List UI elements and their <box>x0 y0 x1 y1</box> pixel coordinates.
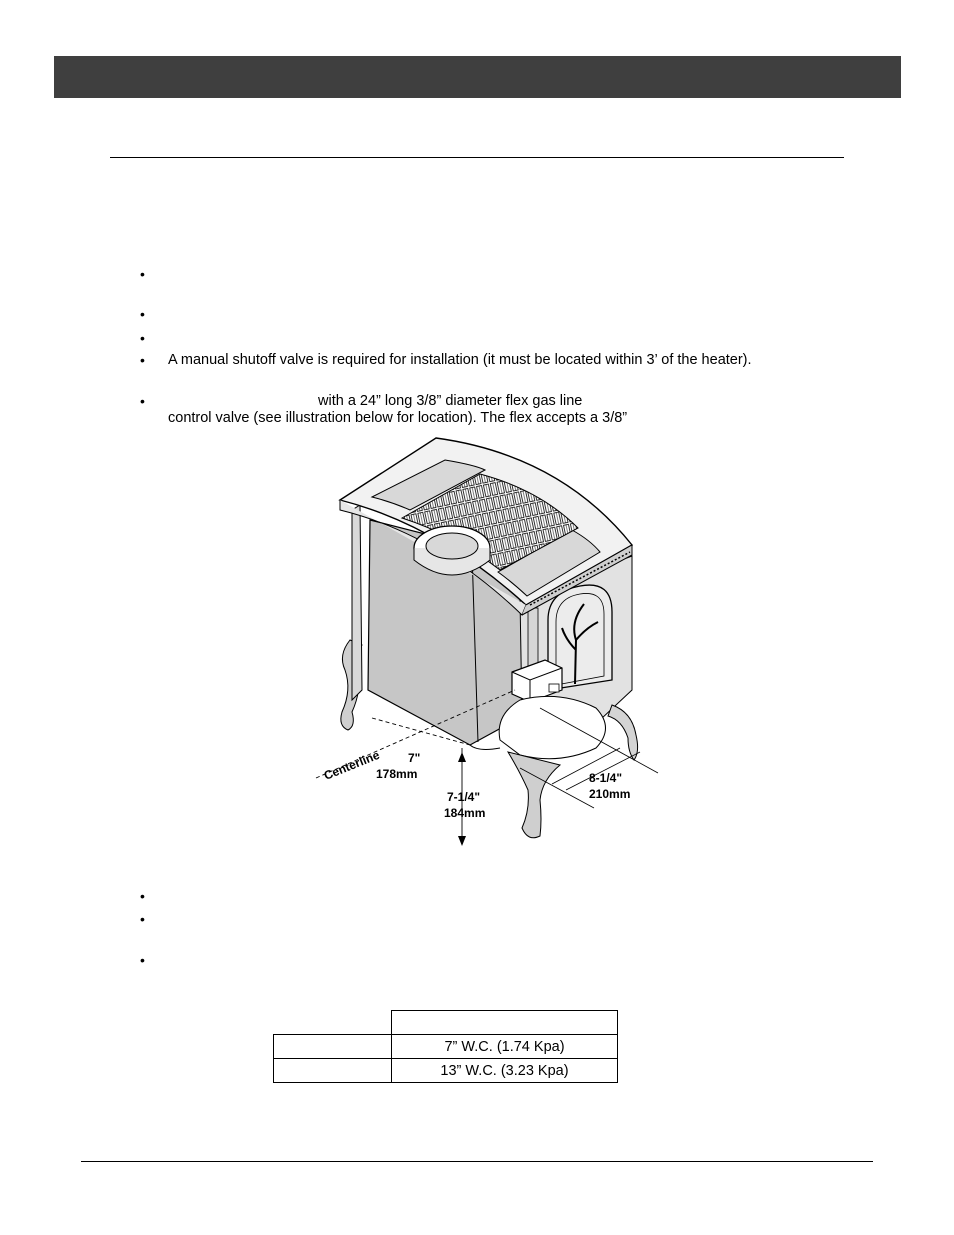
dim-7-1-4-label: 7-1/4" <box>447 790 480 804</box>
stove-side-left <box>351 504 363 702</box>
stove-door <box>547 584 613 691</box>
shutoff-valve-text: A manual shutoff valve is required for i… <box>168 352 752 368</box>
bullet-8: • <box>140 952 145 968</box>
dim-7-label: 7" <box>408 751 420 765</box>
dim-178mm-label: 178mm <box>376 767 417 781</box>
section-rule <box>110 157 844 158</box>
table-header-row <box>274 1010 618 1035</box>
pressure-table: 7” W.C. (1.74 Kpa) 13” W.C. (3.23 Kpa) <box>273 1010 618 1083</box>
bullet-5: • <box>140 393 145 409</box>
bullet-2: • <box>140 306 145 322</box>
flex-line-text-2: control valve (see illustration below fo… <box>168 410 628 426</box>
table-row-label <box>273 1058 392 1083</box>
dim-210mm-label: 210mm <box>589 787 630 801</box>
bullet-4: • <box>140 352 145 368</box>
centerline-label: Centerline <box>322 748 382 783</box>
bullet-7: • <box>140 911 145 927</box>
header-bar <box>54 56 901 98</box>
dim-184mm-label: 184mm <box>444 806 485 820</box>
dim-8-1-4-label: 8-1/4" <box>589 771 622 785</box>
table-row-label <box>273 1034 392 1059</box>
bullet-3: • <box>140 330 145 346</box>
flue-collar <box>413 525 491 576</box>
bullet-6: • <box>140 888 145 904</box>
table-row: 13” W.C. (3.23 Kpa) <box>273 1058 618 1083</box>
table-row-value: 13” W.C. (3.23 Kpa) <box>391 1058 618 1083</box>
flex-line-text-1: with a 24” long 3/8” diameter flex gas l… <box>318 393 583 409</box>
front-leg <box>506 751 562 839</box>
footer-rule <box>81 1161 873 1162</box>
table-header-cell <box>391 1010 618 1035</box>
bullet-1: • <box>140 266 145 282</box>
table-row-value: 7” W.C. (1.74 Kpa) <box>391 1034 618 1059</box>
table-row: 7” W.C. (1.74 Kpa) <box>273 1034 618 1059</box>
stove-illustration: Centerline 7" 178mm 7-1/4" 184mm 8-1/4" … <box>315 437 659 846</box>
